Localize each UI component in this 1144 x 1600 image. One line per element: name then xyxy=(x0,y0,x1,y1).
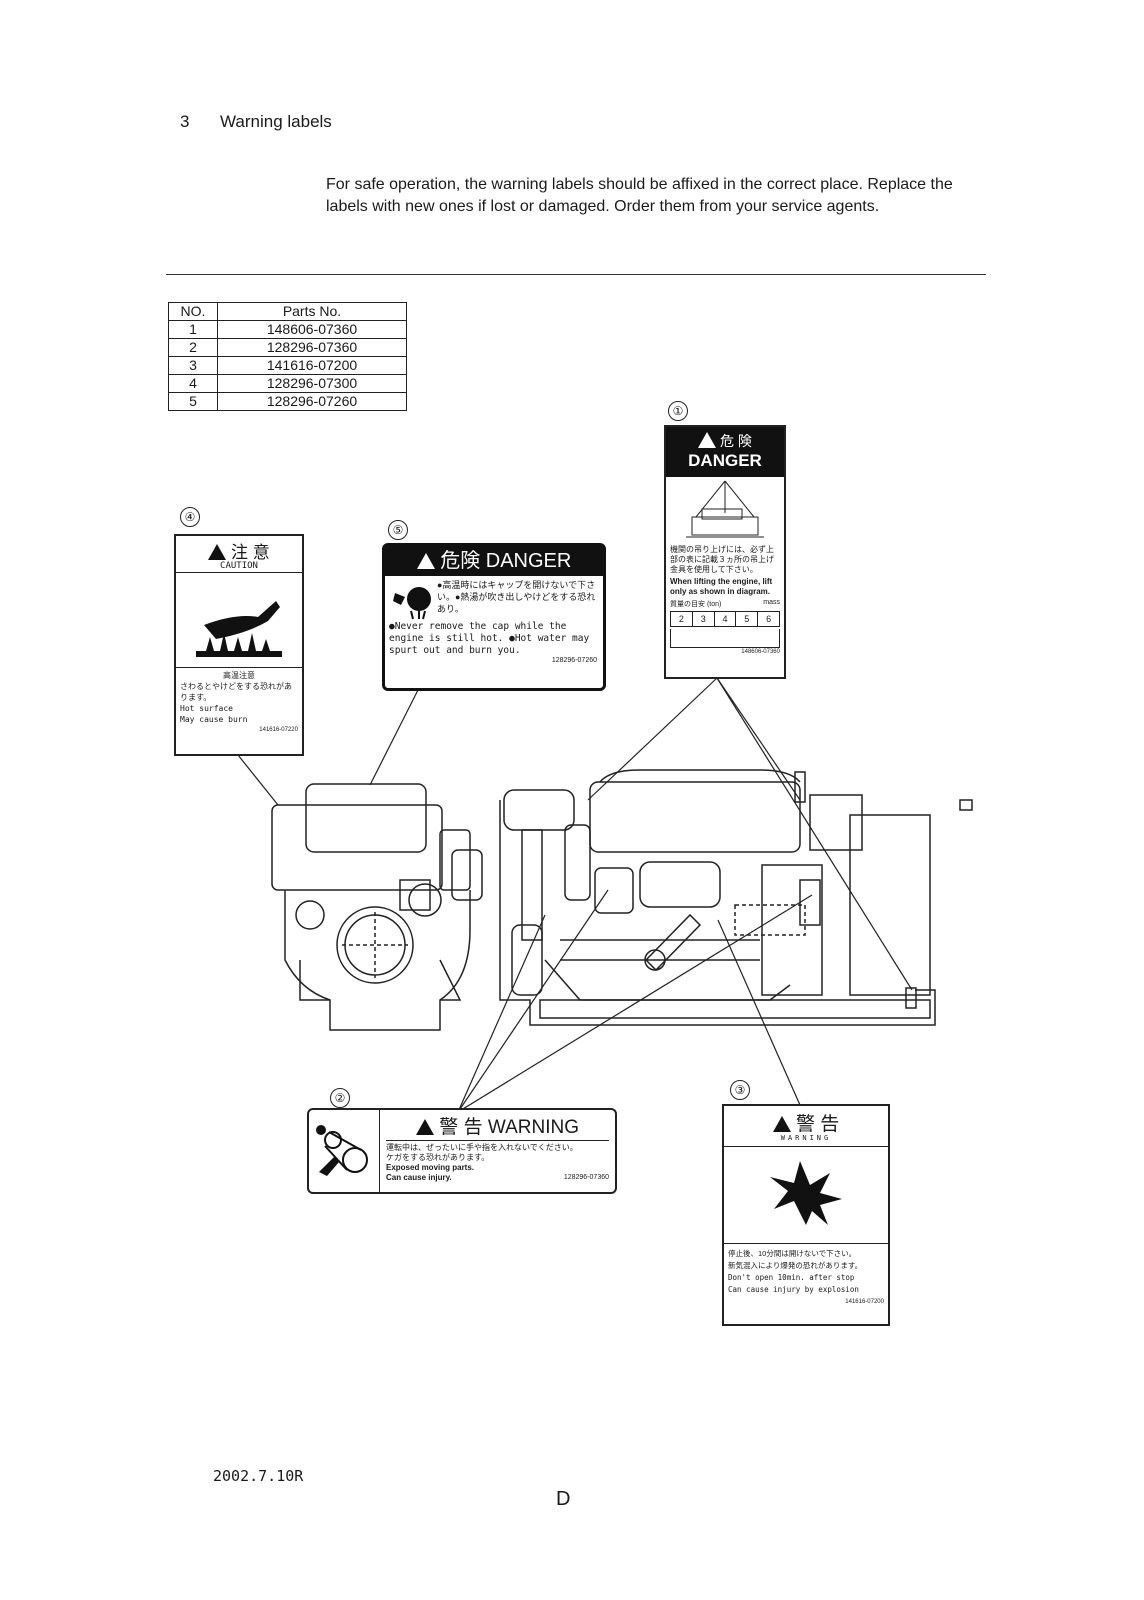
label-2-bullets: 運転中は、ぜったいに手や指を入れないでください。 ケガをする恐れがあります。 E… xyxy=(386,1143,609,1183)
label-3-bullet: Can cause injury by explosion xyxy=(728,1285,859,1294)
revision-date: 2002.7.10R xyxy=(213,1467,304,1485)
label-1-mass-row: 質量の目安 (ton) mass xyxy=(666,599,784,609)
label-5-top: ●高温時にはキャップを開けないで下さい。●熱湯が吹き出しやけどをする恐れあり。 xyxy=(385,576,603,621)
intro-paragraph: For safe operation, the warning labels s… xyxy=(326,176,953,215)
section-number: 3 xyxy=(180,112,190,131)
label-2-header-en: WARNING xyxy=(487,1117,579,1138)
label-3-header-jp: 警 告 xyxy=(796,1114,840,1135)
label-1-part-no: 148606-07360 xyxy=(741,649,780,655)
label-4-header: 注 意 CAUTION xyxy=(176,536,302,573)
label-1-text-jp: 機関の吊り上げには、必ず上部の表に記載３ヵ所の吊上げ金具を使用して下さい。 xyxy=(670,545,774,574)
mass-value: 6 xyxy=(766,614,772,624)
label-5-header-jp: 危険 xyxy=(440,550,481,572)
cell-parts-no: 128296-07260 xyxy=(217,392,407,411)
label-4-header-jp: 注 意 xyxy=(231,543,270,562)
mass-value: 3 xyxy=(693,612,715,626)
hot-cap-icon xyxy=(393,587,431,620)
label-1-text-en: When lifting the engine, lift only as sh… xyxy=(670,577,773,596)
page-number: D xyxy=(556,1488,571,1510)
explosion-icon xyxy=(770,1161,842,1225)
label-2-body: 警 告 WARNING 運転中は、ぜったいに手や指を入れないでください。 ケガを… xyxy=(309,1110,615,1192)
label-3-text: 停止後、10分間は開けないで下さい。 新気混入により爆発の恐れがあります。 Do… xyxy=(724,1243,888,1312)
label-5-header: 危険 DANGER xyxy=(385,546,603,576)
label-2-part-no: 128296-07360 xyxy=(563,1174,609,1181)
section-title: Warning labels xyxy=(220,112,332,131)
label-1-danger-lifting: 危 険 DANGER 機関の吊り上げには、必ず上部の表に記載３ヵ所の吊上げ金具を… xyxy=(664,425,786,679)
label-2-bullet: Exposed moving parts. xyxy=(386,1163,475,1172)
label-4-bullet: Hot surface xyxy=(180,704,233,713)
label-3-bullet: 停止後、10分間は開けないで下さい。 xyxy=(728,1249,857,1258)
moving-parts-icon xyxy=(316,1110,380,1192)
cell-parts-no: 128296-07300 xyxy=(217,374,407,393)
warning-triangle-icon xyxy=(698,432,717,448)
label-2-warning-moving-parts: 警 告 WARNING 運転中は、ぜったいに手や指を入れないでください。 ケガを… xyxy=(307,1108,617,1194)
label-3-header: 警 告 WARNING xyxy=(724,1106,888,1147)
label-5-danger-cap: 危険 DANGER ●高温時にはキャップを開けないで下さい。●熱湯が吹き出しやけ… xyxy=(382,543,606,691)
label-marker-4: ④ xyxy=(180,507,200,527)
label-2-last-row: Can cause injury. 128296-07360 xyxy=(386,1173,609,1183)
label-marker-5: ⑤ xyxy=(388,520,408,540)
label-1-mass-blank xyxy=(670,629,780,648)
label-2-header: 警 告 WARNING xyxy=(386,1112,609,1141)
hot-surface-icon xyxy=(196,601,282,657)
label-4-text: 高温注意 さわるとやけどをする恐れがあります。 Hot surface May … xyxy=(176,667,302,738)
label-2-bullet: 運転中は、ぜったいに手や指を入れないでください。 xyxy=(386,1143,578,1152)
mass-value: 5 xyxy=(736,612,759,626)
label-2-text: 警 告 WARNING 運転中は、ぜったいに手や指を入れないでください。 ケガを… xyxy=(380,1110,615,1192)
warning-triangle-icon xyxy=(208,544,227,560)
label-3-warning-explosion: 警 告 WARNING 停止後、10分間は開けないで下さい。 新気混入により爆発… xyxy=(722,1104,890,1326)
label-3-header-en: WARNING xyxy=(780,1134,832,1142)
mass-value: 2 xyxy=(671,612,693,626)
label-5-text-en: ●Never remove the cap while the engine i… xyxy=(389,621,590,656)
label-5-header-en: DANGER xyxy=(485,550,572,572)
label-marker-3: ③ xyxy=(730,1080,750,1100)
label-2-header-jp: 警 告 xyxy=(439,1117,483,1138)
mass-value: 4 xyxy=(715,612,737,626)
label-1-header-en: DANGER xyxy=(688,451,762,470)
label-4-bullet: May cause burn xyxy=(180,715,248,724)
label-marker-2: ② xyxy=(330,1088,350,1108)
label-4-caution-hot: 注 意 CAUTION 高温注意 さわるとやけどをする恐れがあります。 Hot … xyxy=(174,534,304,756)
label-4-part-no: 141616-07220 xyxy=(259,727,298,733)
label-4-bullet: さわるとやけどをする恐れがあります。 xyxy=(180,682,292,702)
label-3-bullet: 新気混入により爆発の恐れがあります。 xyxy=(728,1261,863,1270)
divider xyxy=(166,274,986,275)
lifting-diagram-icon xyxy=(686,480,764,538)
label-4-subtitle: 高温注意 xyxy=(223,671,255,680)
label-3-bullet: Don't open 10min. after stop xyxy=(728,1273,855,1282)
label-1-header: 危 険 DANGER xyxy=(666,427,784,477)
label-4-header-en: CAUTION xyxy=(220,561,258,571)
cell-parts-no: 141616-07200 xyxy=(217,356,407,375)
label-2-bullet: ケガをする恐れがあります。 xyxy=(386,1153,490,1162)
label-1-mass-caption: 質量の目安 (ton) xyxy=(670,601,722,608)
warning-triangle-icon xyxy=(772,1116,791,1132)
label-5-text-jp: ●高温時にはキャップを開けないで下さい。●熱湯が吹き出しやけどをする恐れあり。 xyxy=(437,580,596,614)
warning-triangle-icon xyxy=(416,553,435,569)
cell-parts-no: 148606-07360 xyxy=(217,320,407,339)
label-1-mass-unit: mass xyxy=(763,599,780,606)
label-1-mass-grid: 2 3 4 5 6 xyxy=(670,611,780,627)
label-3-part-no: 141616-07200 xyxy=(845,1299,884,1305)
warning-triangle-icon xyxy=(416,1119,435,1135)
label-1-header-jp: 危 険 xyxy=(720,433,752,449)
label-marker-1: ① xyxy=(668,401,688,421)
label-5-part-no: 128296-07260 xyxy=(551,657,597,664)
section-heading: 3 Warning labels xyxy=(180,112,332,132)
label-2-bullet: Can cause injury. xyxy=(386,1173,452,1182)
